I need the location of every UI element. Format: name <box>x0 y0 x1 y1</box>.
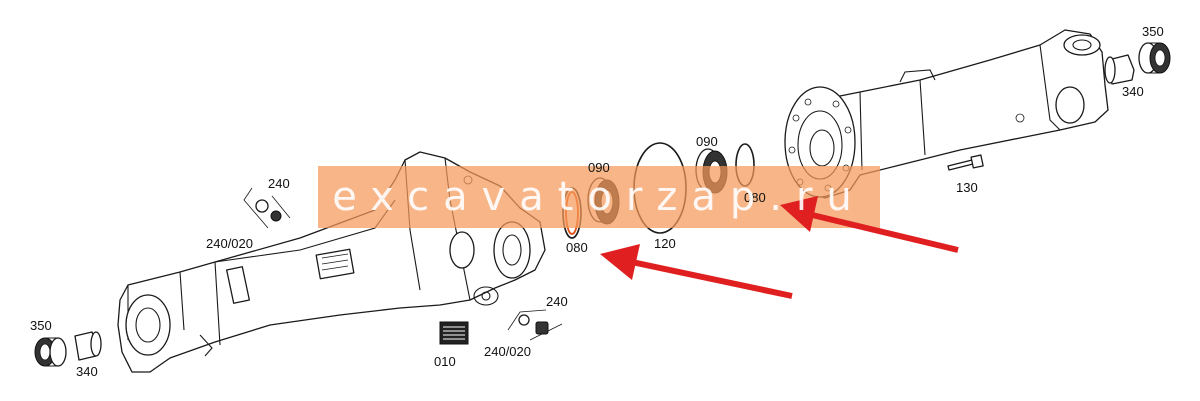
left-bushing-340 <box>74 331 102 361</box>
bolt-130 <box>947 154 984 171</box>
label-010: 010 <box>434 354 456 369</box>
label-090-right: 090 <box>696 134 718 149</box>
label-080-left: 080 <box>566 240 588 255</box>
label-130: 130 <box>956 180 978 195</box>
label-340-right: 340 <box>1122 84 1144 99</box>
right-bushing-350 <box>1138 42 1171 74</box>
upper-bolt-group <box>243 187 291 229</box>
label-240-020-upper: 240/020 <box>206 236 253 251</box>
label-240-020-lower: 240/020 <box>484 344 531 359</box>
label-350-left: 350 <box>30 318 52 333</box>
nameplate-010 <box>439 321 469 345</box>
watermark-band <box>318 166 880 228</box>
label-080-right: 080 <box>744 190 766 205</box>
arrow-left <box>600 244 793 299</box>
label-120: 120 <box>654 236 676 251</box>
label-240-upper: 240 <box>268 176 290 191</box>
label-240-lower: 240 <box>546 294 568 309</box>
label-090-left: 090 <box>588 160 610 175</box>
watermark-text: excavatorzap.ru <box>332 174 866 220</box>
left-bushing-350 <box>34 337 67 367</box>
arrow-right <box>780 196 959 253</box>
lower-bolt-group <box>507 309 563 341</box>
label-350-right: 350 <box>1142 24 1164 39</box>
right-bushing-340 <box>1104 54 1135 85</box>
label-340-left: 340 <box>76 364 98 379</box>
